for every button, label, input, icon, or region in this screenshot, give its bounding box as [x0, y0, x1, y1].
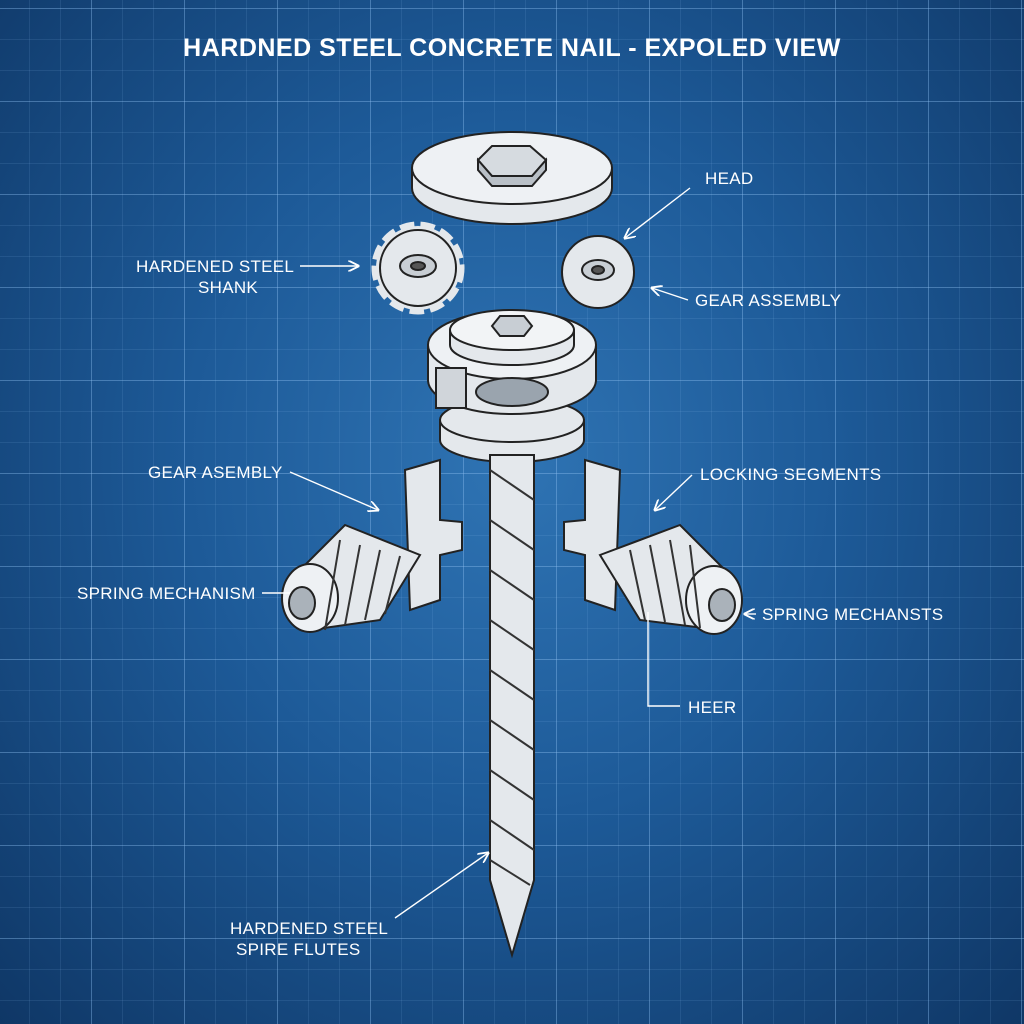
label-gear-assembly-left: GEAR ASEMBLY: [148, 463, 283, 482]
label-shank: HARDENED STEEL SHANK: [136, 256, 294, 298]
diagram-title: HARDNED STEEL CONCRETE NAIL - EXPOLED VI…: [183, 34, 841, 62]
label-locking-segments: LOCKING SEGMENTS: [700, 465, 882, 484]
label-heer: HEER: [688, 698, 737, 717]
label-head: HEAD: [705, 169, 754, 188]
nail-head-part: [411, 131, 613, 225]
label-flutes-line2: SPIRE FLUTES: [236, 940, 361, 959]
leader-lines: [262, 187, 756, 919]
label-spire-flutes: HARDENED STEEL SPIRE FLUTES: [230, 918, 388, 960]
label-shank-line1: HARDENED STEEL: [136, 257, 295, 276]
label-spring-mechanism-left: SPRING MECHANISM: [77, 584, 256, 603]
label-spring-mechanism-right: SPRING MECHANSTS: [762, 605, 944, 624]
right-spring-assembly-part: [563, 458, 743, 635]
left-gear-part: [371, 221, 465, 315]
left-spring-assembly-part: [281, 458, 463, 633]
spiral-shank-part: [489, 454, 535, 959]
collar-part: [427, 309, 597, 463]
label-shank-line2: SHANK: [198, 278, 259, 297]
label-gear-assembly-right: GEAR ASSEMBLY: [695, 291, 842, 310]
label-flutes-line1: HARDENED STEEL: [230, 919, 389, 938]
right-gear-part: [561, 235, 635, 309]
